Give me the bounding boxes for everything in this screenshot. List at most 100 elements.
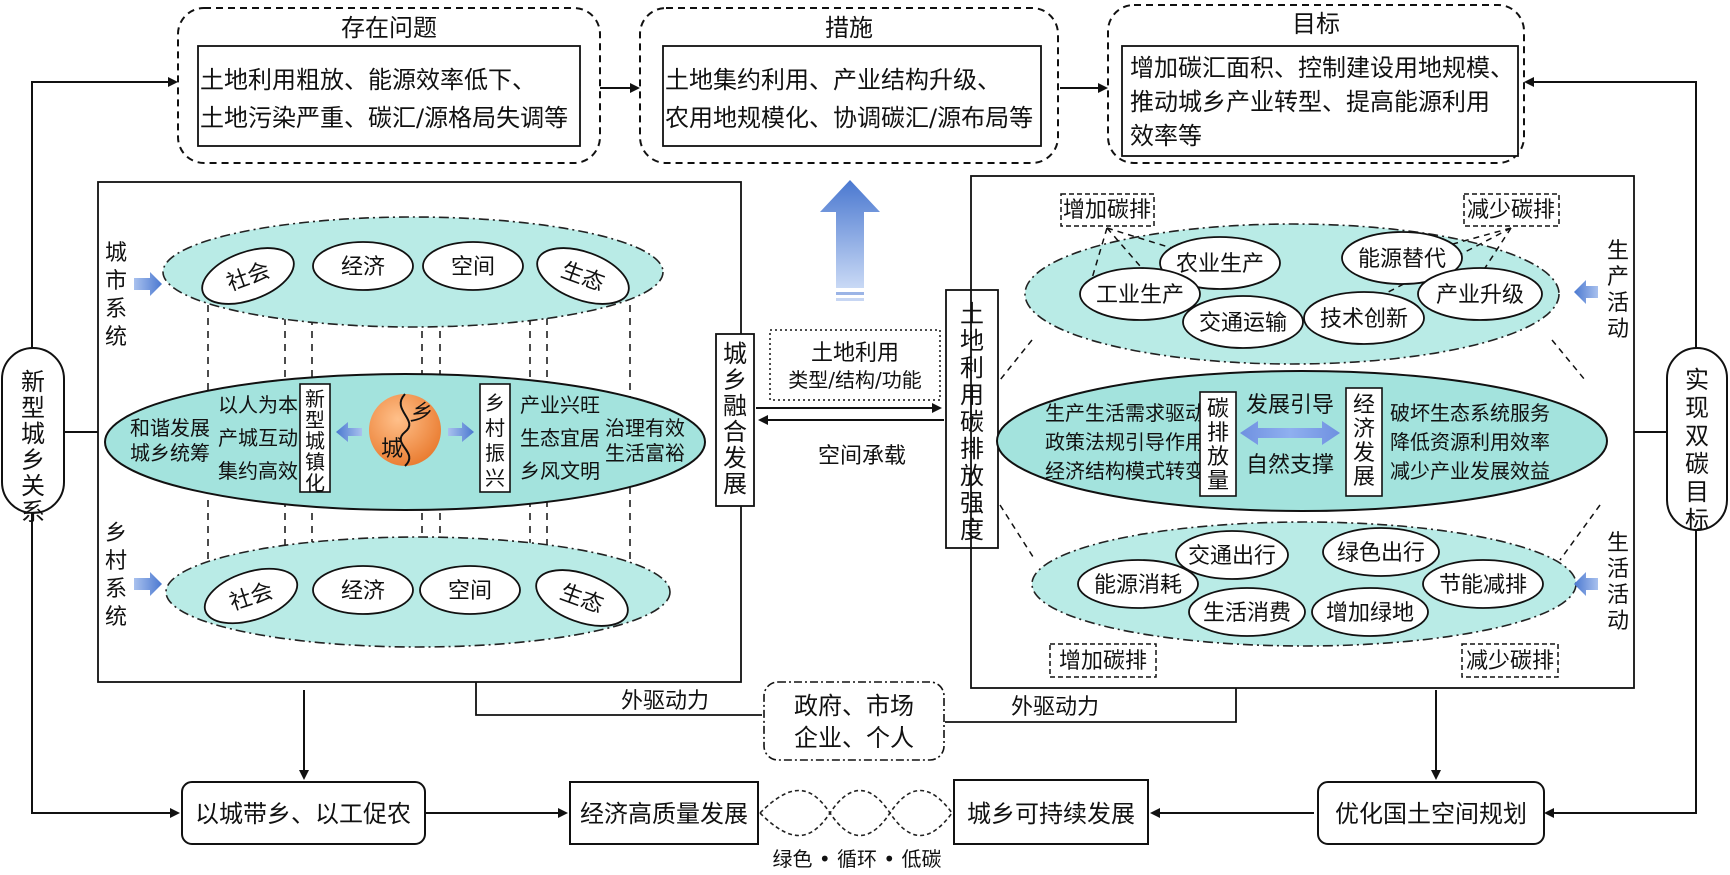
land-use-line2: 类型/结构/功能 bbox=[788, 368, 921, 392]
core-r1: 产业兴旺 bbox=[520, 393, 600, 417]
life-green-travel: 绿色出行 bbox=[1337, 541, 1425, 566]
right-vertical-label: 实现双碳目标 bbox=[1685, 366, 1709, 534]
bottom-box-4 bbox=[1317, 781, 1545, 845]
bottom-label-3: 城乡可持续发展 bbox=[967, 800, 1135, 828]
life-label: 生活活动 bbox=[1607, 531, 1629, 634]
emission-core-ellipse bbox=[996, 370, 1608, 512]
production-label: 生产活动 bbox=[1607, 239, 1629, 342]
core-r2: 生态宜居 bbox=[520, 426, 600, 450]
goals-title: 目标 bbox=[1292, 10, 1340, 38]
prod-transport: 交通运输 bbox=[1199, 311, 1287, 336]
measures-title: 措施 bbox=[825, 14, 873, 42]
urban-item-economy: 经济 bbox=[341, 255, 385, 280]
guide-label: 发展引导 bbox=[1246, 393, 1334, 418]
rural-item-economy: 经济 bbox=[341, 579, 385, 604]
production-items: 农业生产 能源替代 工业生产 交通运输 技术创新 产业升级 bbox=[1079, 231, 1543, 349]
goals-line2: 推动城乡产业转型、提高能源利用 bbox=[1130, 88, 1490, 116]
arrow-to-revitalization bbox=[448, 422, 474, 442]
prod-upgrade: 产业升级 bbox=[1436, 283, 1524, 308]
prod-tech: 技术创新 bbox=[1320, 307, 1408, 332]
external-force-right: 外驱动力 bbox=[1011, 695, 1099, 720]
rural-item-space: 空间 bbox=[448, 579, 492, 604]
add-carbon-bottom: 增加碳排 bbox=[1059, 649, 1147, 674]
driver-2: 政策法规引导作用 bbox=[1045, 430, 1205, 454]
goals-panel: 目标 增加碳汇面积、控制建设用地规模、 推动城乡产业转型、提高能源利用 效率等 bbox=[1107, 4, 1525, 164]
add-carbon-top: 增加碳排 bbox=[1063, 198, 1151, 223]
big-up-arrow bbox=[820, 180, 880, 301]
external-force-lines bbox=[475, 682, 1237, 723]
urban-rural-orb: 乡 城 bbox=[369, 393, 441, 467]
economy-box bbox=[1345, 387, 1383, 497]
actors-line1: 政府、市场 bbox=[794, 692, 914, 720]
production-arrow bbox=[1574, 280, 1598, 304]
space-carry-label: 空间承载 bbox=[818, 444, 906, 469]
prod-energy-sub: 能源替代 bbox=[1358, 247, 1446, 272]
core-mid2: 产城互动 bbox=[218, 426, 298, 450]
core-mid1: 以人为本 bbox=[218, 393, 298, 417]
effect-1: 破坏生态系统服务 bbox=[1390, 401, 1550, 425]
effect-3: 减少产业发展效益 bbox=[1390, 459, 1550, 483]
rural-system-label: 乡村系统 bbox=[105, 521, 127, 630]
urbanization-label: 新型城镇化 bbox=[305, 387, 325, 495]
core-far2: 生活富裕 bbox=[605, 441, 685, 465]
goals-line1: 增加碳汇面积、控制建设用地规模、 bbox=[1130, 54, 1514, 82]
core-r3: 乡风文明 bbox=[520, 459, 600, 483]
integration-label: 城乡融合发展 bbox=[723, 340, 747, 498]
problems-line1: 土地利用粗放、能源效率低下、 bbox=[200, 66, 536, 94]
driver-1: 生产生活需求驱动 bbox=[1045, 401, 1205, 425]
rural-system-ellipse bbox=[165, 536, 671, 648]
new-urban-rural-relation: 新型城乡关系 bbox=[1, 347, 65, 526]
measures-line2: 农用地规模化、协调碳汇/源布局等 bbox=[665, 104, 1033, 132]
support-label: 自然支撑 bbox=[1246, 453, 1334, 478]
arrow-to-urbanization bbox=[336, 422, 362, 442]
add-carbon-top-box bbox=[1060, 193, 1155, 227]
goals-line3: 效率等 bbox=[1130, 122, 1202, 150]
core-far1: 治理有效 bbox=[605, 416, 685, 440]
land-use-line1: 土地利用 bbox=[811, 341, 899, 366]
integration-box bbox=[715, 333, 755, 507]
emission-box bbox=[1199, 391, 1237, 497]
rural-items: 社会 经济 空间 生态 bbox=[203, 565, 629, 627]
life-consumption: 生活消费 bbox=[1203, 601, 1291, 626]
reduce-carbon-bottom: 减少碳排 bbox=[1466, 649, 1554, 674]
dual-carbon-goal: 实现双碳目标 bbox=[1666, 347, 1728, 534]
urban-item-space: 空间 bbox=[451, 255, 495, 280]
urban-items: 社会 经济 空间 生态 bbox=[201, 241, 630, 305]
life-arrow bbox=[1574, 572, 1598, 596]
double-arrow bbox=[1240, 421, 1340, 445]
revitalization-box bbox=[479, 383, 511, 493]
driver-3: 经济结构模式转变 bbox=[1045, 459, 1205, 483]
helix-link bbox=[759, 789, 953, 837]
life-saving: 节能减排 bbox=[1439, 573, 1527, 598]
bottom-box-2 bbox=[569, 781, 759, 845]
carbon-panel bbox=[970, 175, 1635, 689]
problems-panel: 存在问题 土地利用粗放、能源效率低下、 土地污染严重、碳汇/源格局失调等 bbox=[177, 7, 601, 164]
left-loop-connectors bbox=[31, 77, 180, 818]
prod-agriculture: 农业生产 bbox=[1176, 252, 1264, 277]
revitalization-label: 乡村振兴 bbox=[485, 391, 505, 490]
bottom-label-4: 优化国土空间规划 bbox=[1335, 800, 1527, 828]
measures-panel: 措施 土地集约利用、产业结构升级、 农用地规模化、协调碳汇/源布局等 bbox=[639, 7, 1059, 164]
life-energy: 能源消耗 bbox=[1094, 573, 1182, 598]
core-left1: 和谐发展 bbox=[130, 416, 210, 440]
bottom-label-1: 以城带乡、以工促农 bbox=[195, 800, 411, 828]
urban-arrow bbox=[134, 272, 162, 296]
economy-label: 经济发展 bbox=[1353, 393, 1375, 490]
bottom-label-2: 经济高质量发展 bbox=[580, 800, 748, 828]
reduce-carbon-top: 减少碳排 bbox=[1467, 198, 1555, 223]
urbanization-box bbox=[299, 383, 331, 493]
bottom-box-3 bbox=[953, 779, 1149, 845]
reduce-carbon-bottom-box bbox=[1461, 643, 1559, 678]
orb-cheng: 城 bbox=[381, 437, 403, 462]
actors-box bbox=[763, 681, 945, 761]
carbon-intensity-box bbox=[945, 289, 999, 549]
life-greenland: 增加绿地 bbox=[1326, 601, 1414, 626]
rural-arrow bbox=[134, 572, 162, 596]
life-items: 交通出行 绿色出行 能源消耗 节能减排 生活消费 增加绿地 bbox=[1077, 527, 1544, 637]
orb-xiang: 乡 bbox=[409, 401, 431, 426]
carbon-intensity-label: 土地利用碳排放强度 bbox=[960, 300, 984, 544]
core-mid3: 集约高效 bbox=[218, 459, 298, 483]
effect-2: 降低资源利用效率 bbox=[1390, 430, 1550, 454]
external-force-left: 外驱动力 bbox=[621, 689, 709, 714]
problems-line2: 土地污染严重、碳汇/源格局失调等 bbox=[200, 104, 568, 132]
